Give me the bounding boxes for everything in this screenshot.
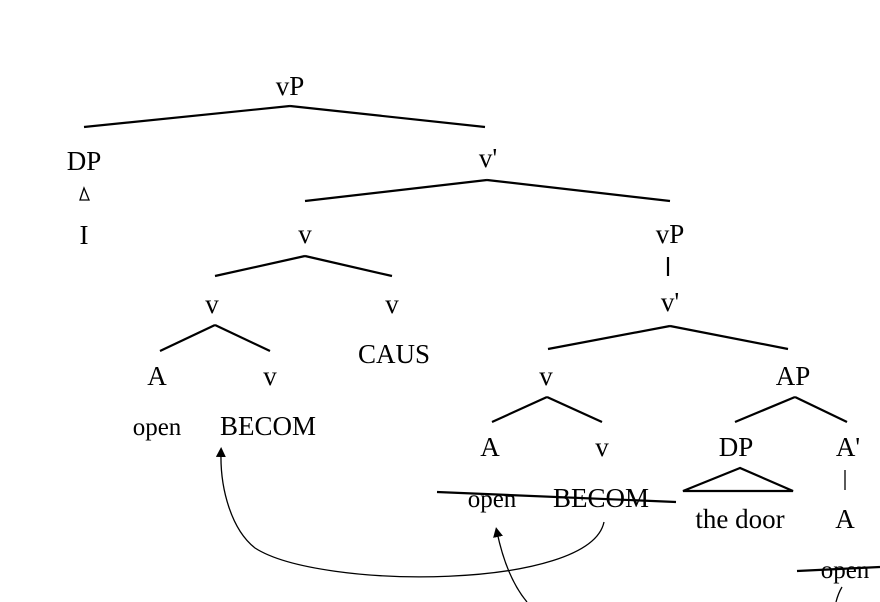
node-vbar-low: v' — [661, 287, 679, 317]
branch-vmid-v — [546, 395, 603, 424]
node-a-low: A — [835, 504, 855, 534]
branch-vbar-v — [304, 178, 488, 203]
branch-vp-dp — [83, 104, 291, 129]
node-open-high: open — [133, 414, 182, 441]
node-the-door: the door — [695, 504, 784, 534]
node-dp-low: DP — [719, 432, 754, 462]
node-v-inner: v — [205, 289, 219, 319]
node-open-low: open — [821, 557, 870, 584]
branch-vbar-vp — [486, 178, 671, 203]
movement-arrow-open — [493, 527, 528, 602]
node-vbar: v' — [479, 143, 497, 173]
branch-vp-vbar — [289, 104, 486, 129]
node-v-complex: v — [298, 219, 312, 249]
node-open-mid: open — [468, 486, 517, 513]
node-v-low: v — [595, 432, 609, 462]
strike-open-becom — [436, 490, 677, 504]
node-vp-root: vP — [276, 71, 305, 101]
branch-v-vinner — [214, 254, 306, 278]
movement-arrow-becom — [215, 447, 605, 578]
strike-open-low — [796, 565, 880, 573]
node-i: I — [80, 220, 89, 250]
branch-vbarlow-vmid — [547, 324, 671, 351]
node-ap: AP — [776, 361, 811, 391]
node-caus: CAUS — [358, 339, 430, 369]
deletion-lines — [436, 490, 880, 573]
node-becom-mid: BECOM — [553, 483, 649, 513]
node-v-mid: v — [539, 361, 553, 391]
branch-v-vcaus — [304, 254, 393, 278]
node-v-caus: v — [385, 289, 399, 319]
node-a-mid: A — [480, 432, 500, 462]
branch-vmid-a — [491, 395, 548, 424]
node-a-high: A — [147, 361, 167, 391]
node-v-high: v — [263, 361, 277, 391]
branch-vinner-v — [214, 324, 271, 352]
dp-triangle-small — [79, 186, 90, 201]
node-becom-high: BECOM — [220, 411, 316, 441]
movement-arrows — [215, 447, 843, 602]
node-dp: DP — [67, 146, 102, 176]
tree-branches — [79, 104, 848, 493]
branch-vinner-a — [159, 324, 216, 352]
dp-triangle-door — [682, 466, 794, 493]
node-labels: vP DP I v' v v v CAUS A v open BECOM vP … — [67, 71, 870, 584]
movement-arrow-stub — [835, 586, 843, 602]
branch-ap-dp — [734, 395, 796, 424]
branch-ap-abar — [794, 396, 848, 423]
branch-vbarlow-ap — [669, 324, 789, 351]
node-abar: A' — [836, 432, 860, 462]
node-vp-low: vP — [656, 219, 685, 249]
